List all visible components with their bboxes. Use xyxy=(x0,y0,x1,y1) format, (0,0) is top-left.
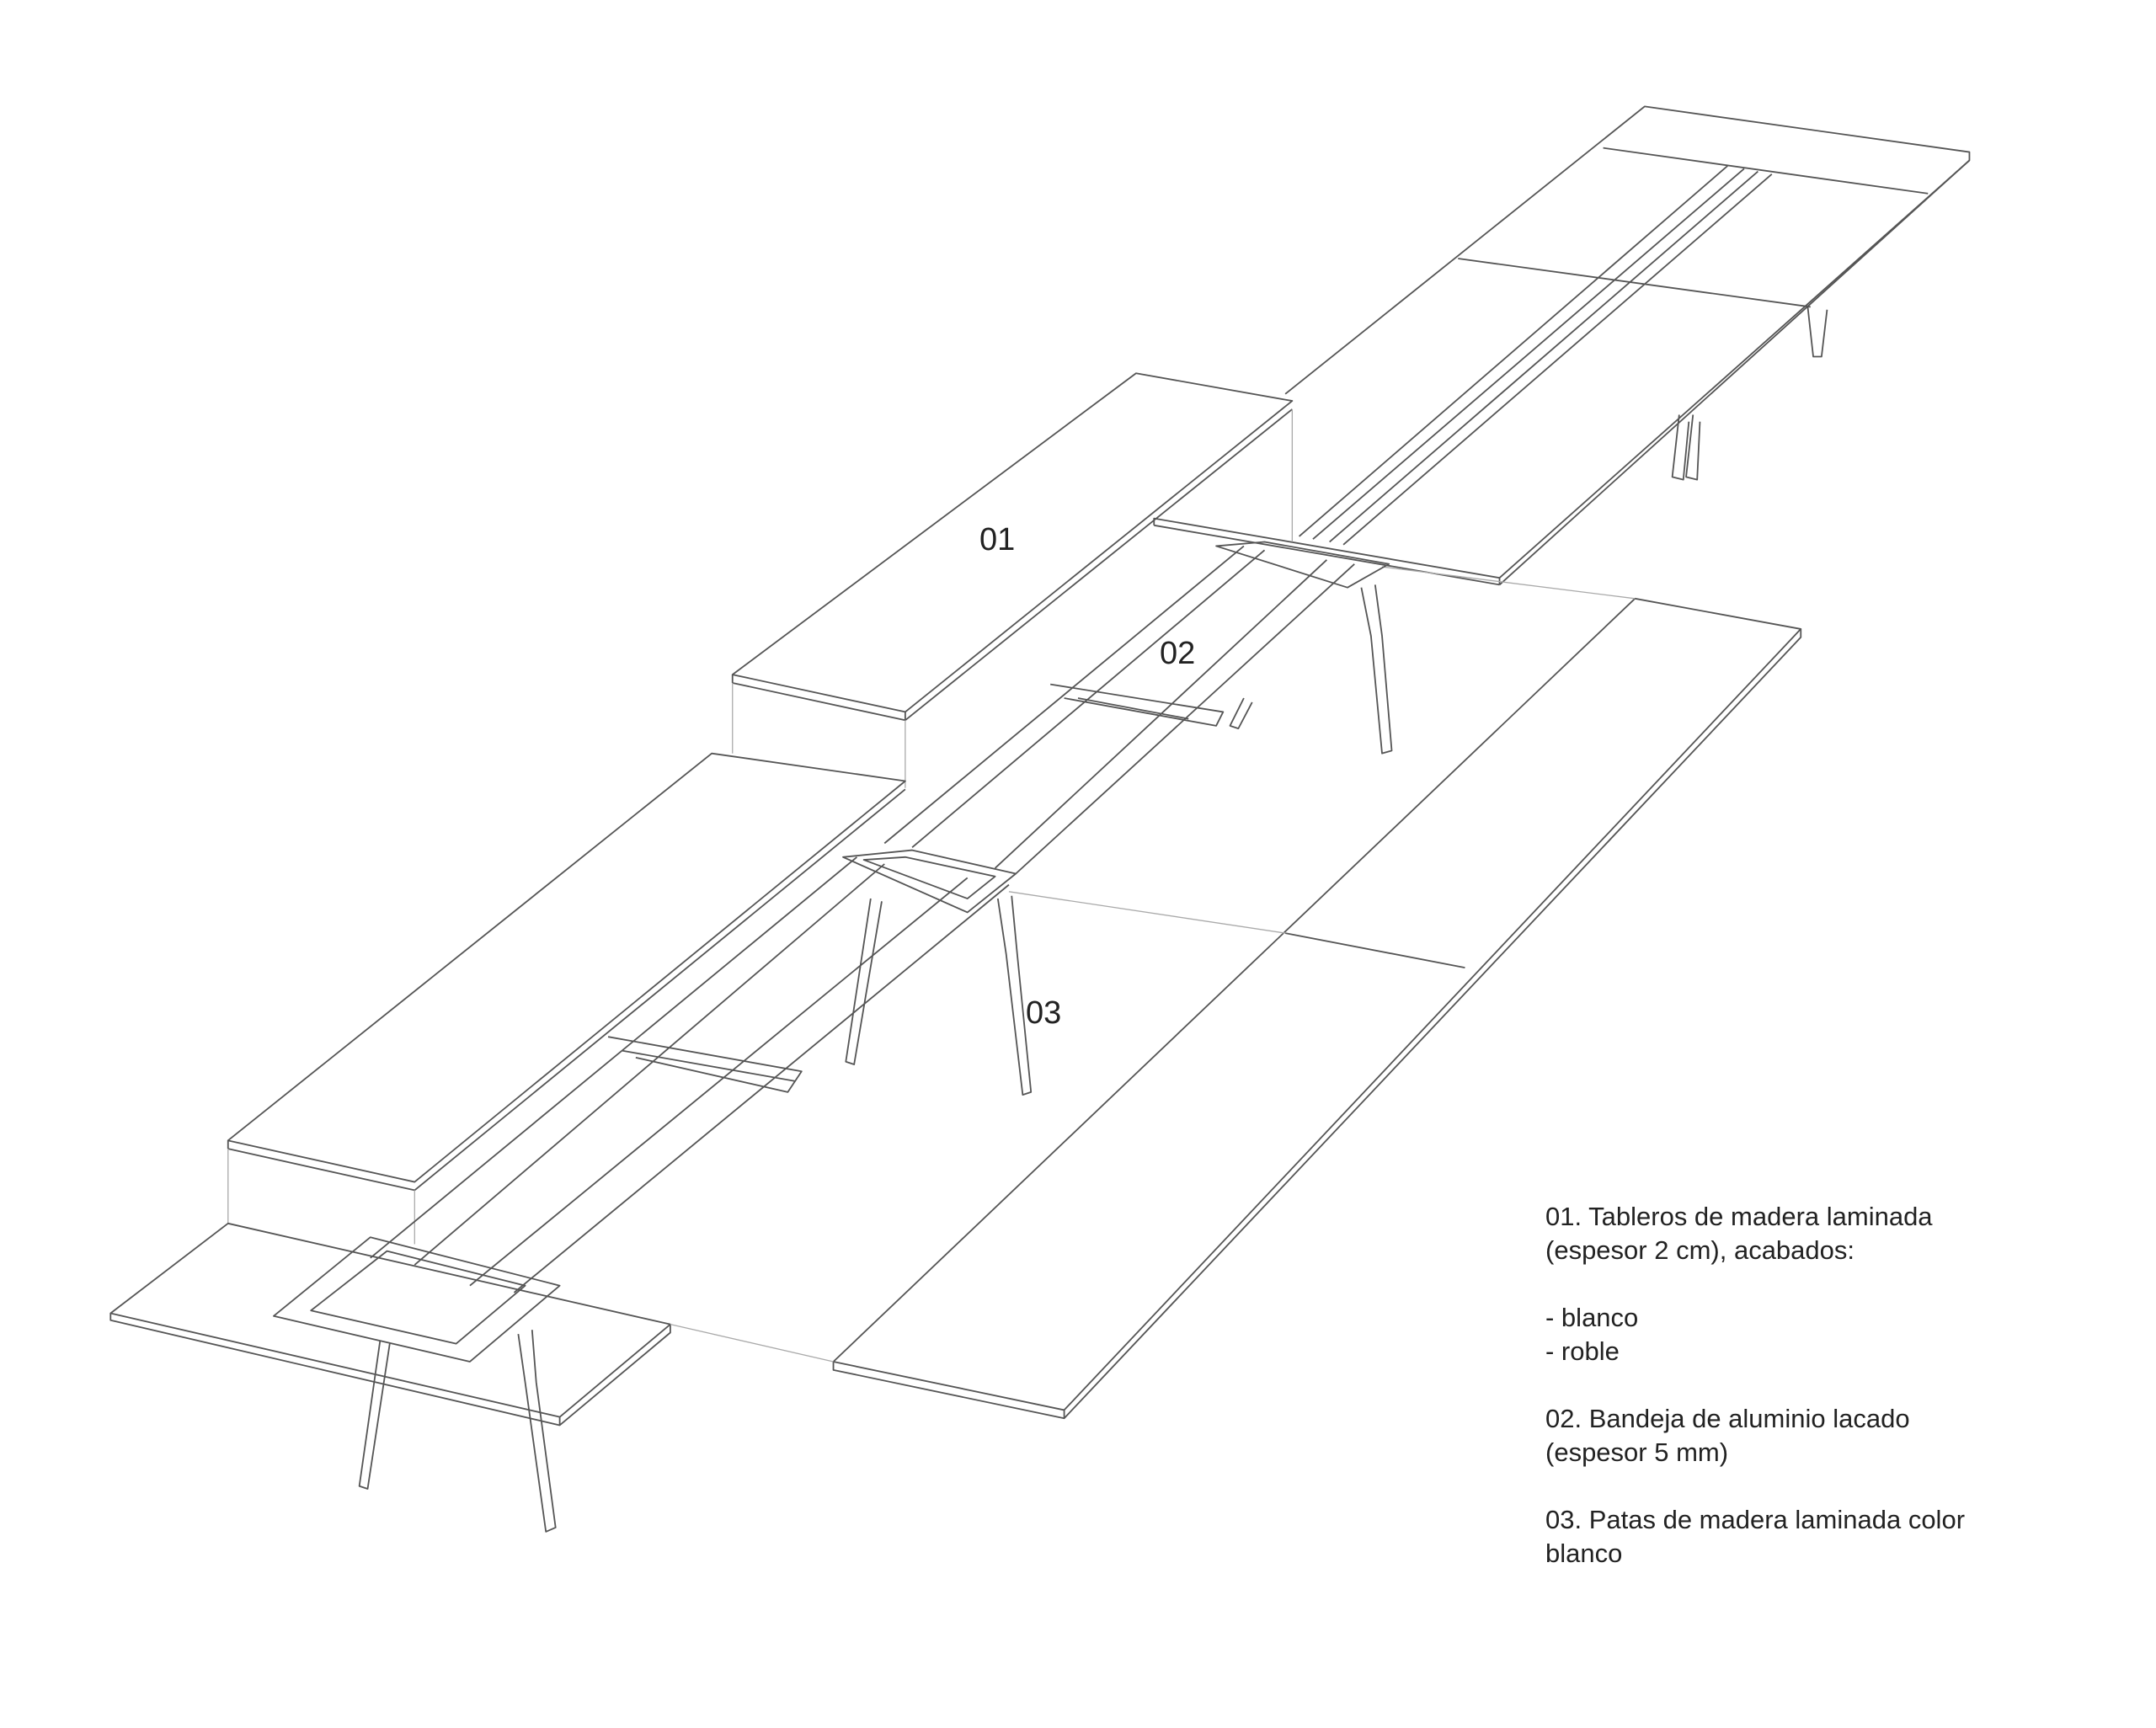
bottom-left-panel xyxy=(109,1222,671,1427)
floor-panels xyxy=(670,566,1802,1420)
legs-03 xyxy=(358,584,1393,1533)
far-table-top xyxy=(1153,105,1971,586)
legend-finish-roble: - roble xyxy=(1545,1336,1620,1366)
callout-03: 03 xyxy=(1026,995,1062,1031)
lower-board xyxy=(227,752,906,1245)
callout-02: 02 xyxy=(1160,636,1196,671)
legend-item-01-line1: 01. Tableros de madera laminada xyxy=(1545,1202,1933,1231)
callout-01: 01 xyxy=(979,522,1016,557)
legend-item-02-line2: (espesor 5 mm) xyxy=(1545,1437,1729,1467)
aluminium-tray-02 xyxy=(273,541,1390,1363)
materials-legend: 01. Tableros de madera laminada (espesor… xyxy=(1545,1200,1965,1571)
legend-finish-blanco: - blanco xyxy=(1545,1303,1639,1332)
legend-item-03-line2: blanco xyxy=(1545,1539,1623,1568)
upper-board-01 xyxy=(731,372,1294,788)
far-legs xyxy=(1671,307,1828,481)
legend-item-01-line2: (espesor 2 cm), acabados: xyxy=(1545,1235,1855,1265)
legend-item-03-line1: 03. Patas de madera laminada color xyxy=(1545,1505,1966,1534)
legend-item-02-line1: 02. Bandeja de aluminio lacado xyxy=(1545,1404,1910,1433)
